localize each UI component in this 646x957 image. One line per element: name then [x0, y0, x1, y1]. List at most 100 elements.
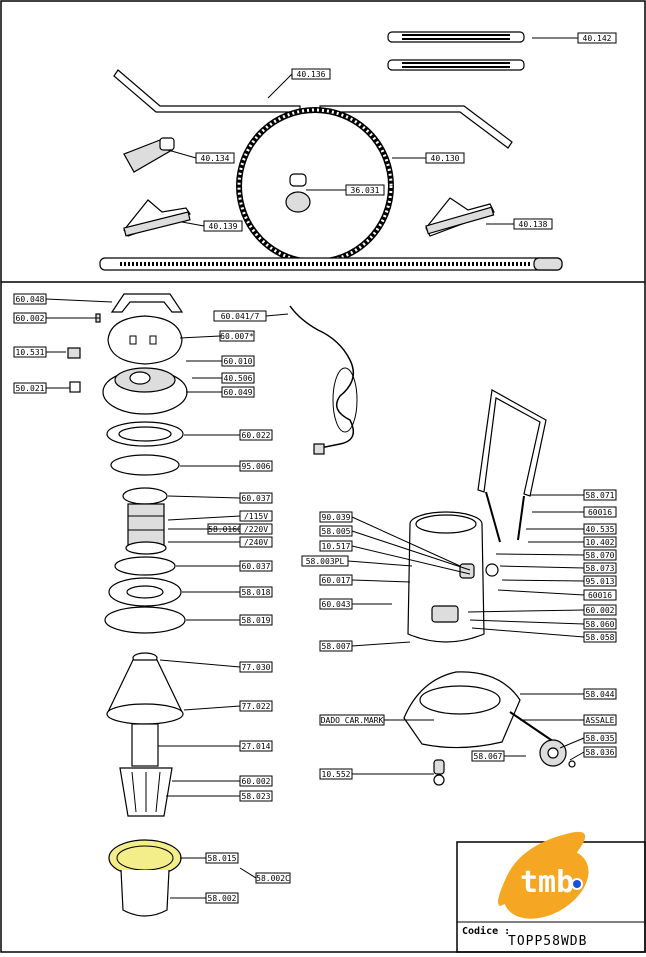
- part-number-text: 90.039: [322, 513, 351, 522]
- part-number-text: 60.002: [16, 314, 45, 323]
- part-number-tag: 40.134: [195, 152, 235, 164]
- part-number-tag: 40.130: [425, 152, 465, 164]
- gasket-rings-part: [106, 421, 184, 505]
- part-number-text: 58.067: [474, 752, 503, 761]
- part-number-tag: 60.048: [13, 293, 47, 305]
- leader-line: [265, 313, 289, 317]
- part-number-tag: 36.031: [345, 184, 385, 196]
- part-number-text: 58.071: [586, 491, 615, 500]
- part-number-tag: 10.402: [583, 536, 617, 548]
- part-number-tag: 10.531: [13, 346, 47, 358]
- leader-line: [167, 515, 241, 521]
- part-number-text: /240V: [244, 538, 268, 547]
- part-number-tag: 58.073: [583, 562, 617, 574]
- leader-line: [167, 495, 241, 499]
- part-number-text: 60.022: [242, 431, 271, 440]
- cone-filter-part: [106, 652, 184, 767]
- part-number-text: 58.002C: [256, 874, 290, 883]
- part-number-text: 58.044: [586, 690, 615, 699]
- part-number-tag: 58.003PL: [301, 555, 349, 567]
- part-number-text: 95.013: [586, 577, 615, 586]
- part-number-text: 60.041/7: [221, 312, 260, 321]
- leader-line: [181, 221, 205, 227]
- filter-bag-part: [108, 839, 182, 917]
- part-number-tag: 58.071: [583, 489, 617, 501]
- part-number-text: 60.048: [16, 295, 45, 304]
- tank-part: [407, 511, 499, 643]
- part-number-text: 58.023: [242, 792, 271, 801]
- part-number-text: 58.019: [242, 616, 271, 625]
- carry-handle-part: [110, 293, 184, 313]
- leader-line: [45, 298, 113, 303]
- power-cord-part: [289, 305, 358, 455]
- leader-line: [497, 589, 585, 596]
- leader-line: [501, 579, 585, 582]
- motor-part: [125, 503, 167, 555]
- part-number-text: 60.043: [322, 600, 351, 609]
- part-number-tag: 58.005: [319, 525, 353, 537]
- part-number-tag: 40.535: [583, 523, 617, 535]
- part-number-text: 40.139: [209, 222, 238, 231]
- part-number-tag: 58.067: [471, 750, 505, 762]
- part-number-tag: 58.015: [205, 852, 239, 864]
- part-number-tag: /115V: [239, 510, 273, 522]
- part-number-text: 40.535: [586, 525, 615, 534]
- part-number-tag: 58.002: [205, 892, 239, 904]
- part-number-text: 60.002: [242, 777, 271, 786]
- part-number-text: 60.017: [322, 576, 351, 585]
- part-number-text: DADO CAR.MARK: [321, 716, 384, 725]
- leader-line: [179, 335, 221, 339]
- part-number-tag: 58.036: [583, 746, 617, 758]
- part-number-tag: 10.517: [319, 540, 353, 552]
- part-number-tag: ASSALE: [583, 714, 617, 726]
- part-number-text: 58.015: [208, 854, 237, 863]
- part-number-tag: 95.013: [583, 575, 617, 587]
- part-number-tag: 58.060: [583, 618, 617, 630]
- part-number-tag: 27.014: [239, 740, 273, 752]
- part-number-tag: 58.035: [583, 732, 617, 744]
- part-number-tag: /240V: [239, 536, 273, 548]
- part-number-text: 58.073: [586, 564, 615, 573]
- part-number-tag: 40.139: [203, 220, 243, 232]
- part-number-tag: 58.007: [319, 640, 353, 652]
- part-number-text: 50.021: [16, 384, 45, 393]
- leader-line: [267, 73, 293, 99]
- part-number-tag: 58.019: [239, 614, 273, 626]
- part-number-tag: 60.002: [239, 775, 273, 787]
- part-number-text: 60.007*: [220, 332, 254, 341]
- part-number-tag: 60016: [583, 589, 617, 601]
- part-number-tag: DADO CAR.MARK: [319, 714, 385, 726]
- part-number-text: 60016: [588, 591, 612, 600]
- long-hose-part: [99, 257, 563, 271]
- floor-tool-left-part: [123, 199, 191, 237]
- leader-line: [471, 627, 585, 638]
- part-number-text: 60.037: [242, 494, 271, 503]
- leader-line: [167, 149, 197, 159]
- floor-tool-right-part: [425, 197, 495, 237]
- codice-label: Codice :: [462, 926, 511, 937]
- leader-line: [569, 751, 585, 761]
- part-number-tag: /220V: [239, 523, 273, 535]
- part-number-tag: 10.552: [319, 768, 353, 780]
- part-number-text: 58.002: [208, 894, 237, 903]
- part-number-text: 58.007: [322, 642, 351, 651]
- part-number-text: 27.014: [242, 742, 271, 751]
- part-number-text: 58.005: [322, 527, 351, 536]
- part-number-tag: 77.022: [239, 700, 273, 712]
- filter-cage-part: [104, 556, 186, 634]
- part-number-text: 60.037: [242, 562, 271, 571]
- part-number-tag: 58.018: [239, 586, 273, 598]
- part-number-text: 60.002: [586, 606, 615, 615]
- part-number-tag: 60.002: [13, 312, 47, 324]
- tmb-logo: tmb: [498, 831, 589, 919]
- leader-line: [499, 565, 585, 569]
- leader-line: [351, 641, 411, 647]
- part-number-tag: 40.506: [221, 372, 255, 384]
- round-brush-part: [285, 173, 311, 213]
- wand-tube-part: [387, 31, 525, 71]
- leader-line: [183, 705, 241, 711]
- part-number-text: 60.010: [224, 357, 253, 366]
- part-number-tag: 77.030: [239, 661, 273, 673]
